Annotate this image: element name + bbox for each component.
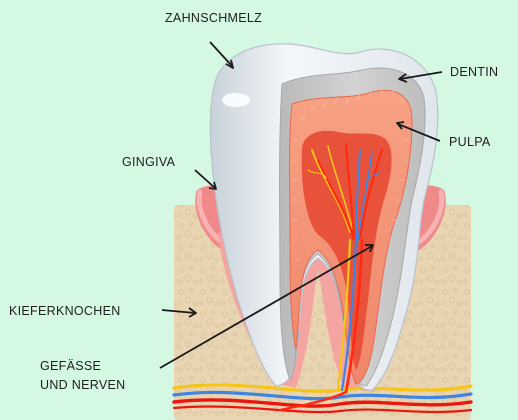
label-gingiva: GINGIVA	[122, 155, 176, 169]
label-dentin: DENTIN	[450, 65, 498, 79]
label-enamel: ZAHNSCHMELZ	[165, 11, 262, 25]
enamel-highlight	[222, 93, 250, 107]
label-vessels-line2: UND NERVEN	[40, 378, 125, 392]
label-pulp: PULPA	[449, 135, 491, 149]
label-vessels-line1: GEFÄSSE	[40, 359, 101, 373]
label-jawbone: KIEFERKNOCHEN	[9, 304, 121, 318]
